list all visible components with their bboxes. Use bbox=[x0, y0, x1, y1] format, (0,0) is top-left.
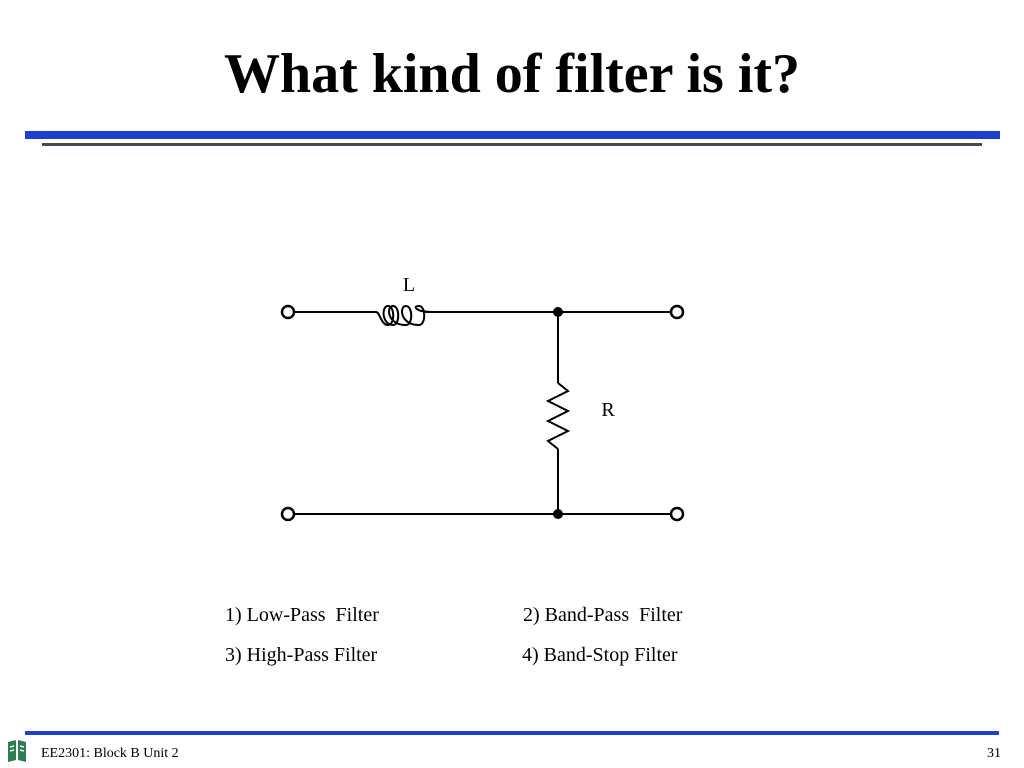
terminal-output-bottom bbox=[669, 506, 685, 522]
title-rule-blue bbox=[25, 131, 1000, 139]
option-high-pass: 3) High-Pass Filter bbox=[225, 644, 378, 666]
terminal-output-top bbox=[669, 304, 685, 320]
option-band-pass: 2) Band-Pass Filter bbox=[523, 604, 683, 626]
footer-rule bbox=[25, 731, 999, 735]
slide-title: What kind of filter is it? bbox=[223, 43, 801, 105]
inductor-label: L bbox=[403, 274, 415, 296]
rl-filter-circuit: L R bbox=[280, 274, 685, 522]
option-low-pass: 1) Low-Pass Filter bbox=[225, 604, 379, 626]
resistor-zigzag bbox=[545, 382, 571, 450]
footer-page-number: 31 bbox=[987, 746, 1001, 761]
option-band-stop: 4) Band-Stop Filter bbox=[522, 644, 678, 666]
footer-course-label: EE2301: Block B Unit 2 bbox=[41, 746, 179, 761]
terminal-input-top bbox=[280, 304, 296, 320]
junction-dot-bottom bbox=[553, 509, 563, 519]
terminal-input-bottom bbox=[280, 506, 296, 522]
inductor-coil bbox=[370, 304, 452, 327]
resistor-label: R bbox=[601, 399, 615, 421]
junction-dot-top bbox=[553, 307, 563, 317]
title-rule-dark bbox=[42, 143, 982, 146]
university-logo-icon bbox=[8, 740, 26, 762]
